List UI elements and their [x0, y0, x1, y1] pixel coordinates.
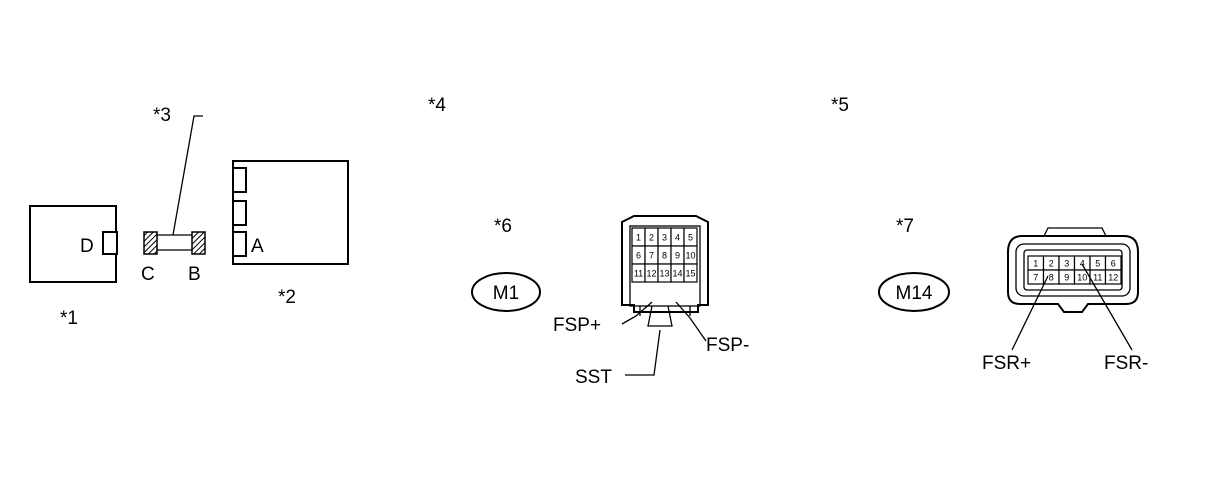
m14-pin-number: 3 — [1064, 259, 1069, 269]
fsp-plus-leader — [621, 301, 653, 325]
signal-fsr-minus: FSR- — [1104, 353, 1148, 374]
m14-pin: 1 — [1027, 255, 1045, 271]
m1-pin: 11 — [631, 263, 646, 283]
fsp-minus-leader — [675, 301, 707, 342]
terminal-a-label: A — [251, 236, 264, 257]
m1-pin: 13 — [657, 263, 672, 283]
callout-3: *3 — [153, 105, 171, 126]
m14-pin: 10 — [1073, 269, 1091, 285]
m1-pin-number: 6 — [636, 251, 641, 261]
signal-sst: SST — [575, 367, 612, 388]
m1-pin: 2 — [644, 227, 659, 247]
m1-pin-number: 10 — [685, 251, 695, 261]
m1-pin-number: 8 — [662, 251, 667, 261]
m14-pin: 9 — [1058, 269, 1076, 285]
m1-pin: 7 — [644, 245, 659, 265]
jumper-wire — [143, 115, 206, 255]
m14-pin-number: 10 — [1077, 273, 1087, 283]
m1-pin-number: 1 — [636, 233, 641, 243]
m1-pin: 8 — [657, 245, 672, 265]
connector-m14-badge: M14 — [878, 272, 950, 312]
m14-pin-number: 8 — [1049, 273, 1054, 283]
fsr-minus-leader — [1081, 263, 1133, 351]
m1-pin-number: 14 — [672, 269, 682, 279]
m14-pin-number: 11 — [1093, 273, 1102, 283]
m1-pin: 1 — [631, 227, 646, 247]
m1-pin-number: 13 — [659, 269, 669, 279]
m1-pin-number: 12 — [646, 269, 656, 279]
signal-fsp-plus: FSP+ — [553, 315, 601, 336]
m1-pin-number: 15 — [685, 269, 695, 279]
m1-pin: 4 — [670, 227, 685, 247]
connector-m14-label: M14 — [896, 283, 933, 304]
signal-fsp-minus: FSP- — [706, 335, 749, 356]
m14-pin-number: 12 — [1108, 273, 1118, 283]
m1-pin: 3 — [657, 227, 672, 247]
m1-pin-number: 2 — [649, 233, 654, 243]
callout-4: *4 — [428, 95, 446, 116]
m1-pin-number: 4 — [675, 233, 680, 243]
component-2: A — [232, 160, 349, 265]
m1-pin: 15 — [683, 263, 698, 283]
m14-pin-number: 7 — [1033, 273, 1038, 283]
m1-pin: 6 — [631, 245, 646, 265]
connector-m1-badge: M1 — [471, 272, 541, 312]
m14-pin: 8 — [1042, 269, 1060, 285]
m1-pin-number: 5 — [688, 233, 693, 243]
m1-pin-number: 7 — [649, 251, 654, 261]
m14-pin-number: 9 — [1064, 273, 1069, 283]
callout-5: *5 — [831, 95, 849, 116]
m1-pin: 9 — [670, 245, 685, 265]
m14-pin-number: 1 — [1033, 259, 1038, 269]
m1-pin: 10 — [683, 245, 698, 265]
m14-pin: 12 — [1104, 269, 1122, 285]
m1-pin-number: 11 — [634, 269, 643, 279]
callout-6: *6 — [494, 216, 512, 237]
fsr-plus-leader — [1011, 275, 1049, 351]
callout-1: *1 — [60, 308, 78, 329]
m14-pin: 2 — [1042, 255, 1060, 271]
connector-m1-label: M1 — [493, 283, 519, 304]
component-1: D — [29, 205, 118, 283]
m1-pin: 12 — [644, 263, 659, 283]
m14-pin-number: 5 — [1095, 259, 1100, 269]
m14-pin: 3 — [1058, 255, 1076, 271]
m14-pin: 5 — [1089, 255, 1107, 271]
m1-pin: 5 — [683, 227, 698, 247]
terminal-c-label: C — [141, 264, 155, 285]
m14-pin-number: 2 — [1049, 259, 1054, 269]
m1-pin-number: 3 — [662, 233, 667, 243]
m14-pin: 4 — [1073, 255, 1091, 271]
signal-fsr-plus: FSR+ — [982, 353, 1031, 374]
m14-pin-number: 4 — [1080, 259, 1085, 269]
terminal-d-label: D — [80, 236, 94, 257]
callout-2: *2 — [278, 287, 296, 308]
callout-7: *7 — [896, 216, 914, 237]
m14-pin-number: 6 — [1111, 259, 1116, 269]
m14-pin: 7 — [1027, 269, 1045, 285]
m1-pin-number: 9 — [675, 251, 680, 261]
m14-pin: 6 — [1104, 255, 1122, 271]
sst-leader — [625, 329, 661, 376]
terminal-b-label: B — [188, 264, 201, 285]
m1-pin: 14 — [670, 263, 685, 283]
